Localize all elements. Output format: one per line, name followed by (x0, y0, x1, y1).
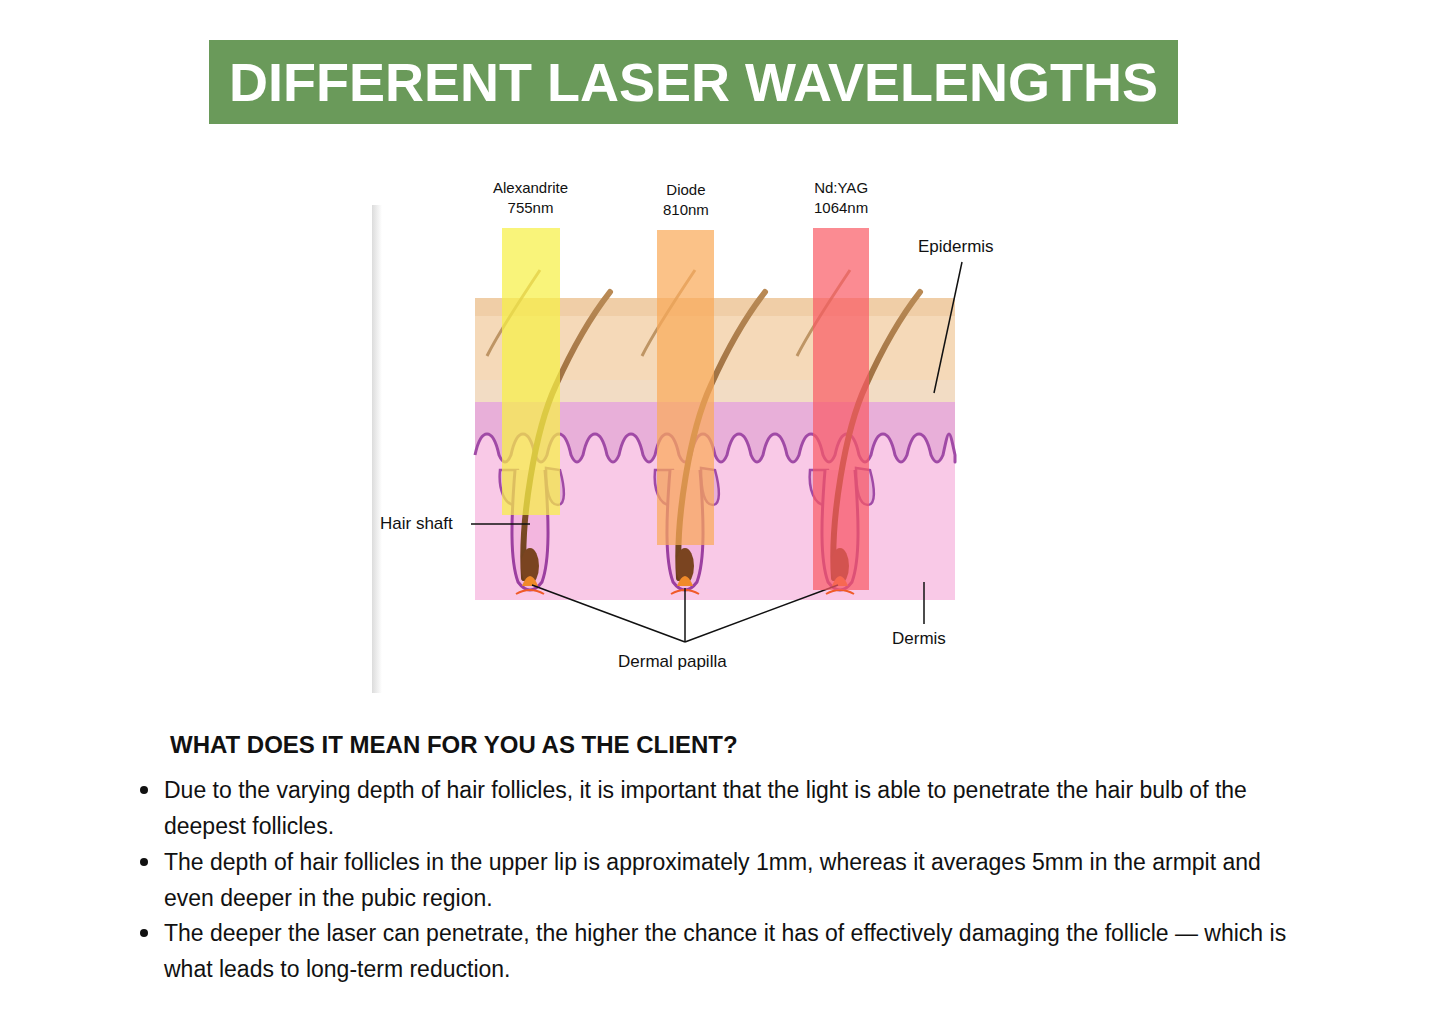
laser-beam: Nd:YAG 1064nm (813, 228, 869, 590)
leader-line (684, 588, 686, 642)
bullet-dot (140, 786, 148, 794)
section-heading: WHAT DOES IT MEAN FOR YOU AS THE CLIENT? (170, 730, 1370, 760)
layer-label: Dermis (892, 629, 946, 649)
leader-line (685, 585, 838, 642)
bullet-dot (140, 858, 148, 866)
wavelength-label: Diode 810nm (663, 180, 709, 220)
laser-beam: Alexandrite 755nm (502, 228, 560, 515)
wavelength-label: Nd:YAG 1064nm (814, 178, 868, 218)
wavelength-label: Alexandrite 755nm (493, 178, 568, 218)
leader-line (934, 262, 962, 393)
bullet-text: Due to the varying depth of hair follicl… (164, 772, 1314, 844)
leader-line (923, 582, 925, 624)
leader-line (532, 585, 685, 642)
laser-beam: Diode 810nm (657, 230, 714, 545)
bullet-text: The depth of hair follicles in the upper… (164, 844, 1314, 916)
page-edge-shadow (372, 205, 382, 693)
part-label: Hair shaft (380, 514, 453, 534)
bullet-text: The deeper the laser can penetrate, the … (164, 915, 1314, 987)
part-label: Dermal papilla (618, 652, 727, 672)
leader-line (471, 523, 530, 525)
layer-label: Epidermis (918, 237, 994, 257)
bullet-dot (140, 929, 148, 937)
title-banner: DIFFERENT LASER WAVELENGTHS (209, 40, 1178, 124)
